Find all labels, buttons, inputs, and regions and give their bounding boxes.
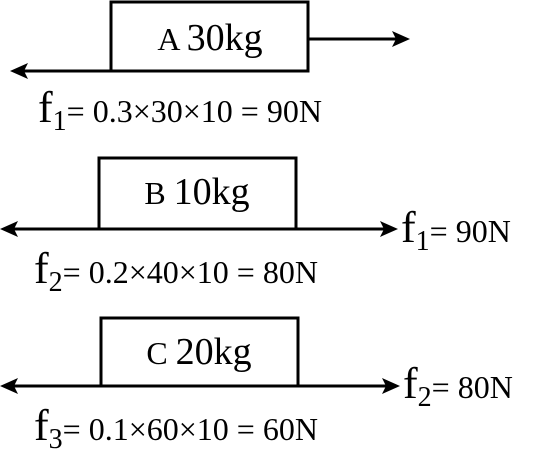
block-c-right-force-subscript: 2 <box>418 382 432 413</box>
block-a-group: A 30kg f1= 0.3×30×10 = 90N <box>10 0 410 137</box>
block-c-box <box>99 316 300 388</box>
block-c-group: C 20kg f2= 80N f3= 0.1×60×10 = 60N <box>0 316 513 454</box>
block-b-left-arrowhead <box>0 221 18 237</box>
block-a-friction-expression: = 0.3×30×10 = 90N <box>67 93 322 129</box>
block-c-mass: 20kg <box>176 331 252 373</box>
block-c-right-force-label: f2= 80N <box>403 359 513 413</box>
block-a-name: A <box>157 21 186 57</box>
block-c-friction-subscript: 3 <box>49 424 63 454</box>
block-a-label: A 30kg <box>157 17 262 59</box>
block-c-right-force-value: = 80N <box>432 369 513 405</box>
block-c-label: C 20kg <box>146 331 251 373</box>
block-b-friction-symbol: f <box>34 244 49 293</box>
block-c-name: C <box>146 335 175 371</box>
block-a-friction-symbol: f <box>38 83 53 132</box>
block-b-friction-subscript: 2 <box>49 267 63 298</box>
block-a-friction-subscript: 1 <box>53 106 67 137</box>
block-b-group: B 10kg f1= 90N f2= 0.2×40×10 = 80N <box>0 156 511 298</box>
block-c-friction-label: f3= 0.1×60×10 = 60N <box>34 401 318 454</box>
block-c-right-force-symbol: f <box>403 359 418 408</box>
block-b-friction-label: f2= 0.2×40×10 = 80N <box>34 244 318 298</box>
block-a-friction-label: f1= 0.3×30×10 = 90N <box>38 83 322 137</box>
block-c-friction-symbol: f <box>34 401 49 450</box>
block-c-friction-expression: = 0.1×60×10 = 60N <box>63 411 318 447</box>
block-b-right-force-label: f1= 90N <box>401 203 511 257</box>
block-b-friction-expression: = 0.2×40×10 = 80N <box>63 254 318 290</box>
block-a-right-arrowhead <box>392 31 410 47</box>
block-a-mass: 30kg <box>187 17 263 59</box>
block-b-right-force-subscript: 1 <box>416 226 430 257</box>
block-c-right-arrowhead <box>382 378 400 394</box>
block-a-left-arrowhead <box>10 63 28 79</box>
block-c-left-arrowhead <box>0 378 18 394</box>
block-a-box <box>109 0 310 73</box>
block-b-name: B <box>144 175 173 211</box>
block-b-right-arrowhead <box>380 221 398 237</box>
block-b-right-force-symbol: f <box>401 203 416 252</box>
block-b-label: B 10kg <box>144 171 249 213</box>
block-b-right-force-value: = 90N <box>430 213 511 249</box>
block-b-mass: 10kg <box>174 171 250 213</box>
